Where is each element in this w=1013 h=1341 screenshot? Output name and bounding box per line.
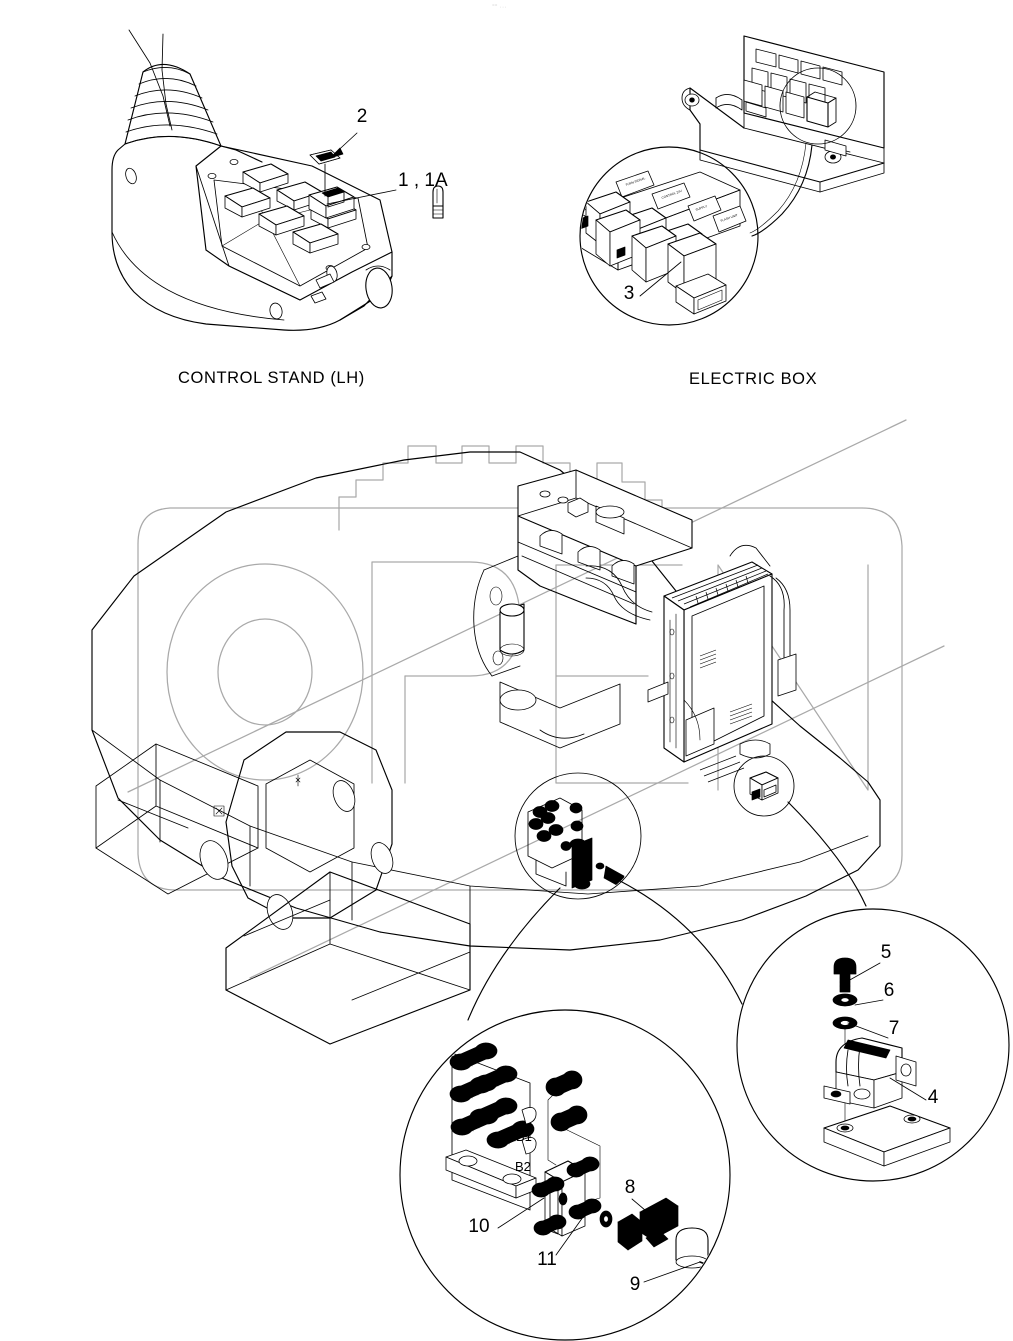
part-4-solenoid [823, 1037, 917, 1109]
leader-detail-right-b [605, 873, 743, 1005]
relay-row-front [743, 79, 837, 128]
callout-11: 11 [537, 1249, 557, 1270]
machine-valve-cluster [514, 772, 642, 900]
callout-8: 8 [625, 1177, 636, 1198]
control-stand-assembly [111, 29, 444, 331]
callout-3: 3 [624, 283, 635, 304]
part-10-manifold-block [531, 1156, 602, 1237]
leader-5 [847, 962, 881, 982]
leader-8 [631, 1198, 653, 1217]
leader-9 [643, 1261, 701, 1283]
leader-detail-center [467, 887, 561, 1021]
callout-2: 2 [357, 106, 368, 127]
detail-valve-circle [514, 772, 642, 900]
part-6-spring-washer [832, 993, 858, 1007]
part-9-connector [675, 1227, 729, 1279]
switch-row-front [224, 186, 355, 254]
part-1-bulb [432, 185, 444, 219]
strip-label-3: FLASH UNIT [720, 213, 738, 223]
leader-3 [639, 261, 682, 297]
fuse-strip [755, 48, 843, 86]
engine-assembly [473, 469, 693, 749]
callout-4: 4 [928, 1087, 939, 1108]
leader-1-1a [326, 189, 397, 205]
electric-box-assembly: TURN SIGNAL CONTROL 24V SUPPLY FLASH UNI… [579, 35, 885, 326]
leader-detail-right-a [787, 801, 867, 907]
callout-5: 5 [881, 942, 892, 963]
strip-label-1: CONTROL 24V [661, 189, 683, 200]
leader-6 [854, 999, 884, 1006]
machine-overview-assembly [91, 451, 881, 1045]
relay-cubes-front [595, 209, 727, 315]
detail-right-circle [736, 908, 1010, 1182]
detail-center-manifold-group: B1 B2 [399, 1009, 731, 1341]
part-7-plain-washer [832, 1016, 858, 1030]
leader-7 [847, 1022, 889, 1039]
port-plugs [545, 1070, 588, 1132]
leader-10 [497, 1197, 545, 1229]
callout-7: 7 [889, 1018, 900, 1039]
callout-1-1a: 1 , 1A [398, 170, 448, 191]
detail-right-bracket-group [736, 908, 1010, 1182]
detail-center-circle [399, 1009, 731, 1341]
header-note: °° ··· [492, 3, 507, 11]
leader-4 [889, 1077, 927, 1101]
part-5-bolt [833, 957, 857, 993]
detail-relay-small-circle [733, 755, 795, 817]
callout-9: 9 [630, 1274, 641, 1295]
hose-fittings [449, 1042, 535, 1149]
caption-electric-box: ELECTRIC BOX [689, 370, 817, 388]
strip-label-0: TURN SIGNAL [625, 176, 646, 187]
leader-11 [555, 1209, 589, 1256]
caption-control-stand: CONTROL STAND (LH) [178, 369, 365, 387]
relay-strip-labels: TURN SIGNAL CONTROL 24V SUPPLY FLASH UNI… [615, 170, 747, 233]
machine-relay-highlight [733, 755, 795, 817]
detail-electric-box-circle [579, 146, 759, 326]
port-label-b2: B2 [515, 1159, 531, 1174]
part-2-cover [309, 149, 341, 197]
callout-10: 10 [468, 1216, 489, 1237]
strip-label-2: SUPPLY [695, 204, 708, 212]
callout-6: 6 [884, 980, 895, 1001]
port-label-b1: B1 [516, 1129, 532, 1144]
part-4-base-plate [823, 1105, 951, 1167]
part-8-pressure-switch [617, 1197, 679, 1251]
radiator-assembly [647, 544, 797, 783]
